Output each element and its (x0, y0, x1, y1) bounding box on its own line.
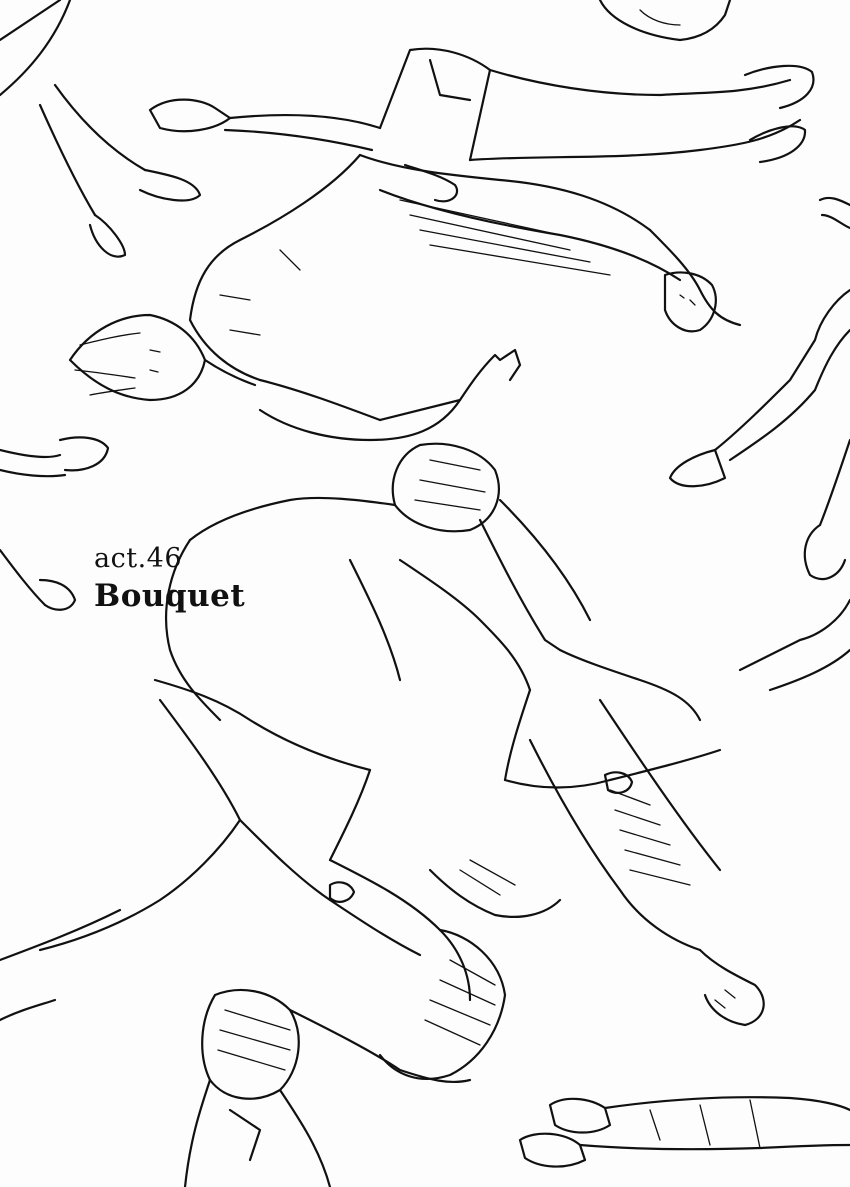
chapter-title: Bouquet (94, 578, 246, 614)
chapter-number: act.46 (94, 543, 183, 574)
figure-limbs-left (0, 436, 110, 611)
figure-boy-top (148, 47, 815, 442)
figure-bottom-left (183, 988, 472, 1187)
chapter-title-block: act.46 Bouquet (94, 542, 294, 616)
figure-head-top-right (598, 0, 732, 42)
figure-legs-top-left (0, 0, 202, 258)
figure-shoes-bottom-right (518, 1096, 850, 1168)
figure-limbs-right (668, 196, 850, 692)
figure-central-pair (0, 442, 765, 1080)
figure-head-left (68, 313, 257, 402)
